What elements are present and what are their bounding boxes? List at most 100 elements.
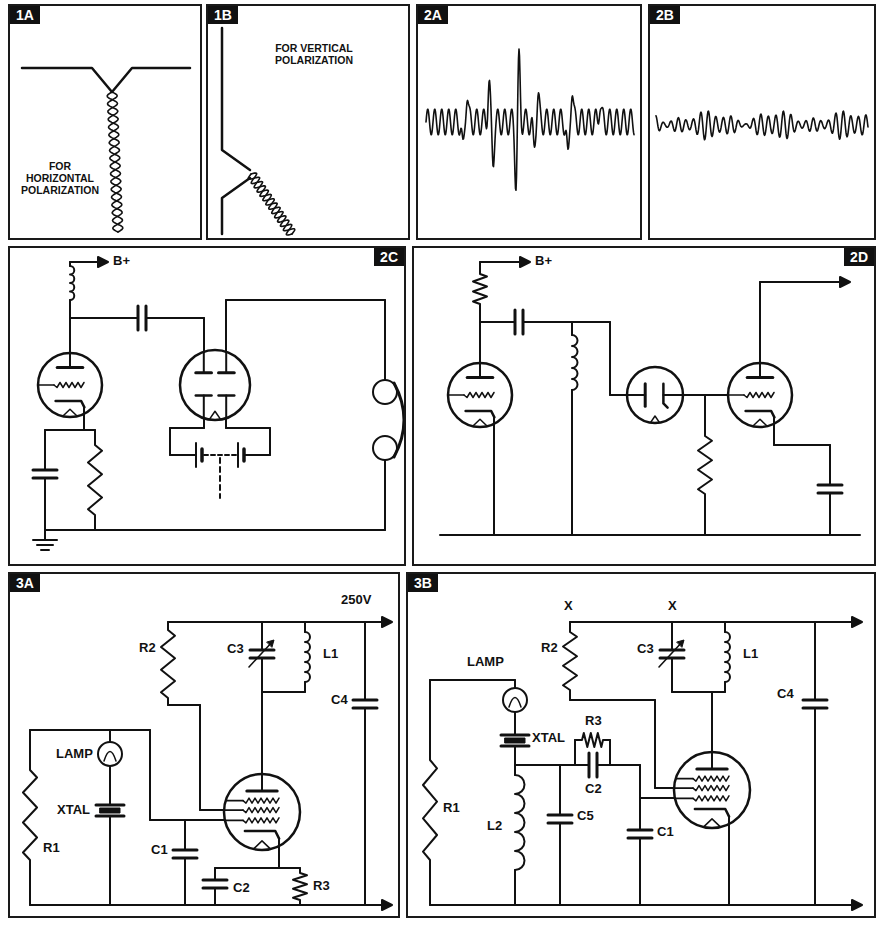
crystal-symbol [100, 808, 120, 813]
component-label: R3 [584, 713, 603, 728]
figure-panel: 1AFOR HORIZONTAL POLARIZATION [8, 4, 202, 240]
ground-symbol [37, 544, 53, 546]
component-label: X [667, 598, 678, 613]
wire [184, 858, 186, 905]
tube-cathode [245, 831, 279, 839]
wire [226, 299, 385, 301]
wire [149, 730, 151, 820]
tube-lead [224, 809, 243, 811]
wire [609, 740, 611, 765]
wire [83, 407, 85, 430]
figure-panel: 2D [412, 246, 876, 566]
tube-cathode [466, 411, 495, 417]
panel-tag: 1A [10, 6, 40, 24]
tube-grid [464, 393, 494, 398]
capacitor-plate [548, 822, 572, 825]
panel-tag: 3B [408, 574, 438, 592]
panel-tag: 1B [208, 6, 238, 24]
wire [184, 820, 186, 850]
capacitor-plate [203, 887, 227, 890]
component-label: C3 [226, 641, 245, 656]
wire [759, 282, 761, 363]
wire [514, 712, 516, 735]
capacitor-plate [33, 469, 57, 472]
wire [774, 444, 830, 446]
tube-cathode [746, 411, 775, 417]
figure-panel: 1BFOR VERTICAL POLARIZATION [206, 4, 410, 240]
component-label: B+ [112, 253, 131, 268]
arrow-head [852, 617, 862, 627]
wire [609, 322, 611, 395]
wire [672, 691, 725, 693]
wire [515, 764, 589, 766]
component-label: X [563, 598, 574, 613]
lamp-filament [104, 752, 116, 762]
resistor-symbol [473, 268, 487, 310]
resistor-symbol [293, 868, 307, 905]
tube-cathode [695, 809, 729, 817]
wire [214, 888, 216, 905]
variable-arrow [249, 641, 273, 667]
wire [430, 904, 860, 906]
wire [724, 682, 726, 692]
wire [493, 417, 495, 535]
wire [384, 460, 386, 530]
wire [44, 478, 46, 530]
component-label: R2 [540, 640, 559, 655]
tube-envelope [674, 752, 750, 828]
variable-arrow [659, 641, 683, 667]
component-label: C3 [636, 641, 655, 656]
panel-tag: 3A [10, 574, 40, 592]
wire [109, 730, 111, 742]
tube-lead [728, 394, 744, 396]
coil-symbol [305, 632, 310, 682]
tube-lead [225, 352, 227, 373]
capacitor-plate [173, 857, 197, 860]
wire [728, 817, 730, 905]
capacitor-plate [596, 753, 599, 777]
wire [225, 300, 227, 352]
wire [773, 417, 775, 445]
tube-grid [693, 796, 729, 801]
capacitor-plate [353, 699, 377, 702]
tube-lead [676, 778, 693, 780]
wire [203, 418, 205, 428]
dipole-antenna [222, 28, 250, 170]
tube-lead [226, 800, 243, 802]
battery-cell [237, 443, 239, 467]
dipole-antenna [222, 178, 250, 234]
resistor-symbol [698, 430, 712, 500]
wire [430, 679, 515, 681]
wire [570, 699, 655, 701]
battery-tap [219, 458, 221, 498]
component-label: LAMP [466, 654, 505, 669]
wire [199, 705, 201, 810]
component-label: XTAL [531, 730, 566, 745]
capacitor-plate [588, 753, 591, 777]
tube-lead [759, 363, 761, 377]
wire [203, 318, 205, 352]
wire [640, 797, 675, 799]
resistor-symbol [423, 680, 437, 905]
tube-envelope [448, 363, 512, 427]
component-label: C1 [656, 824, 675, 839]
capacitor-plate [250, 657, 274, 660]
component-label: R1 [442, 800, 461, 815]
tube-cathode [56, 401, 85, 407]
capacitor-plate [514, 310, 517, 334]
capacitor-plate [548, 814, 572, 817]
panel-tag: 2C [374, 248, 404, 266]
capacitor-plate [818, 492, 842, 495]
wire [269, 428, 271, 455]
wire [704, 395, 706, 430]
wire [226, 427, 270, 429]
wire [559, 765, 561, 815]
component-label: 250V [340, 592, 372, 607]
wire [69, 300, 71, 353]
arrow-head [840, 277, 850, 287]
capacitor-plate [203, 879, 227, 882]
wire [610, 394, 627, 396]
wire [364, 708, 366, 905]
headband [394, 383, 404, 457]
